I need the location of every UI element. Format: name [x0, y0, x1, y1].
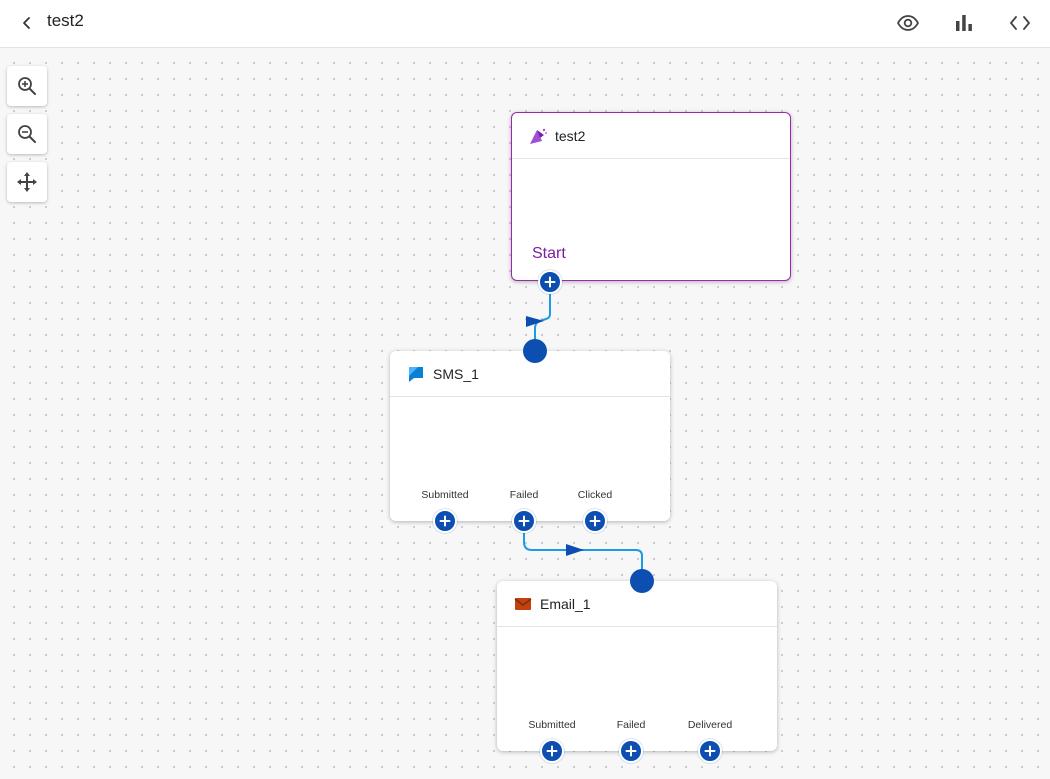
page-title: test2 [47, 11, 84, 30]
sms-node-header: SMS_1 [390, 351, 670, 397]
eye-icon [896, 15, 920, 31]
sms-port-label-failed: Failed [509, 489, 539, 501]
chevron-left-icon [23, 17, 30, 29]
plus-icon [625, 745, 637, 757]
email-failed-add-button[interactable] [619, 739, 643, 763]
sms-node-title: SMS_1 [433, 366, 479, 382]
email-node-header: Email_1 [497, 581, 777, 627]
sms-icon [409, 367, 423, 382]
start-node-title: test2 [555, 128, 586, 144]
sms-input-port[interactable] [523, 339, 547, 363]
trigger-icon [530, 128, 547, 144]
bar-chart-icon [956, 15, 972, 31]
sms-submitted-add-button[interactable] [433, 509, 457, 533]
plus-icon [704, 745, 716, 757]
start-add-button[interactable] [538, 270, 562, 294]
analytics-button[interactable] [950, 9, 978, 37]
email-delivered-add-button[interactable] [698, 739, 722, 763]
email-node-title: Email_1 [540, 596, 591, 612]
sms-port-label-clicked: Clicked [577, 489, 613, 501]
preview-button[interactable] [894, 9, 922, 37]
sms-clicked-add-button[interactable] [583, 509, 607, 533]
email-node[interactable]: Email_1 Submitted Failed Delivered [497, 581, 777, 751]
move-icon [17, 172, 37, 192]
code-button[interactable] [1006, 9, 1034, 37]
email-port-label-failed: Failed [616, 719, 646, 731]
fit-view-button[interactable] [7, 162, 47, 202]
start-label: Start [532, 245, 566, 262]
plus-icon [439, 515, 451, 527]
sms-port-label-submitted: Submitted [421, 489, 469, 501]
zoom-out-button[interactable] [7, 114, 47, 154]
email-port-label-submitted: Submitted [528, 719, 576, 731]
zoom-in-icon [18, 77, 36, 95]
plus-icon [544, 276, 556, 288]
top-bar: test2 [0, 0, 1050, 48]
zoom-out-icon [18, 125, 36, 143]
sms-failed-add-button[interactable] [512, 509, 536, 533]
email-submitted-add-button[interactable] [540, 739, 564, 763]
email-port-label-delivered: Delivered [687, 719, 733, 731]
back-button[interactable] [14, 10, 40, 36]
zoom-in-button[interactable] [7, 66, 47, 106]
plus-icon [589, 515, 601, 527]
plus-icon [518, 515, 530, 527]
plus-icon [546, 745, 558, 757]
email-icon [514, 598, 532, 610]
start-node-header: test2 [512, 113, 790, 159]
start-node[interactable]: test2 Start [511, 112, 791, 281]
email-input-port[interactable] [630, 569, 654, 593]
code-icon [1010, 16, 1030, 30]
sms-node[interactable]: SMS_1 Submitted Failed Clicked [390, 351, 670, 521]
